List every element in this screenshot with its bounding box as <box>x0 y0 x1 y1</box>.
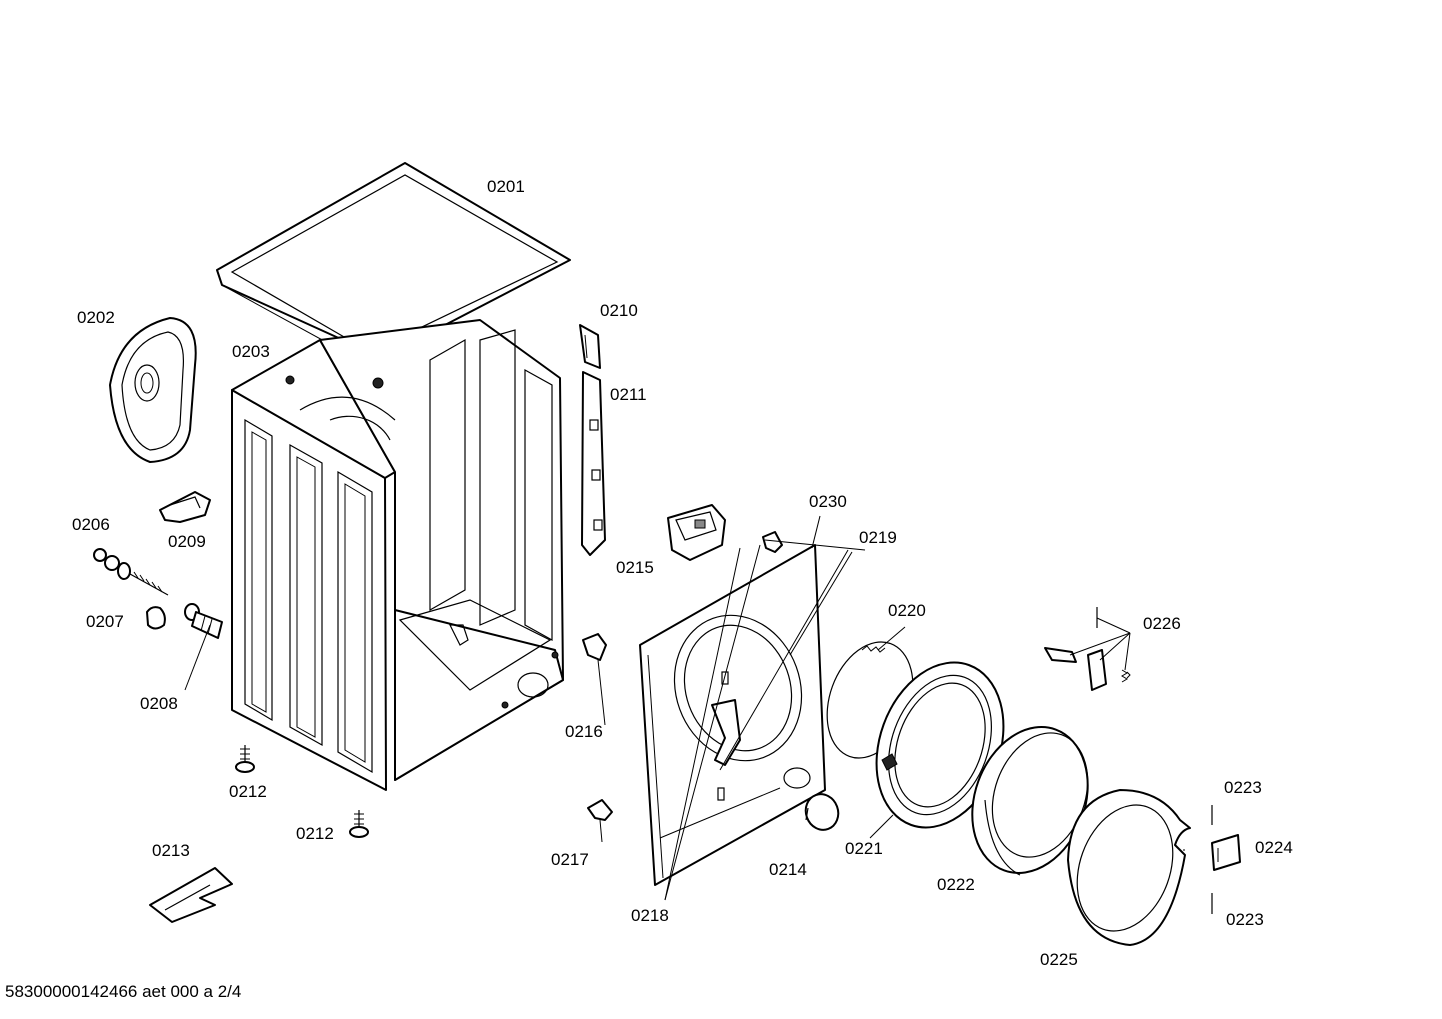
label-0214: 0214 <box>769 860 807 879</box>
label-0215: 0215 <box>616 558 654 577</box>
part-0222-door-glass <box>971 726 1089 876</box>
part-0206-screw <box>93 548 169 596</box>
label-0222: 0222 <box>937 875 975 894</box>
label-0223-b: 0223 <box>1226 910 1264 929</box>
label-0201: 0201 <box>487 177 525 196</box>
part-0215-door-lock <box>667 504 726 561</box>
part-0216-hook <box>582 633 607 661</box>
label-0213: 0213 <box>152 841 190 860</box>
label-0216: 0216 <box>565 722 603 741</box>
part-0225-door-ring <box>1067 789 1191 946</box>
label-0230: 0230 <box>809 492 847 511</box>
part-0209-clip <box>159 491 211 523</box>
part-0207-cap <box>146 606 166 630</box>
label-0212-b: 0212 <box>296 824 334 843</box>
part-0211-rail <box>581 371 606 556</box>
part-0202-back-cover <box>109 317 197 463</box>
label-0206: 0206 <box>72 515 110 534</box>
label-0219: 0219 <box>859 528 897 547</box>
label-0208: 0208 <box>140 694 178 713</box>
part-0210-bracket <box>579 324 601 369</box>
part-0208-foot <box>184 603 223 639</box>
part-0224-hinge <box>1211 834 1241 871</box>
label-0225: 0225 <box>1040 950 1078 969</box>
leader-lines <box>184 515 1185 901</box>
label-0212-a: 0212 <box>229 782 267 801</box>
part-0213-plate <box>149 867 233 923</box>
label-0203: 0203 <box>232 342 270 361</box>
label-0202: 0202 <box>77 308 115 327</box>
label-0217: 0217 <box>551 850 589 869</box>
label-0209: 0209 <box>168 532 206 551</box>
part-0217-clip <box>587 799 613 821</box>
label-0218: 0218 <box>631 906 669 925</box>
part-0203-cabinet <box>231 319 564 791</box>
label-0223-a: 0223 <box>1224 778 1262 797</box>
part-front-panel <box>639 544 826 886</box>
part-0230-hook <box>762 531 783 553</box>
part-0214-cap <box>804 793 840 831</box>
label-0220: 0220 <box>888 601 926 620</box>
label-0224: 0224 <box>1255 838 1293 857</box>
part-0212-screw-b <box>349 810 369 838</box>
label-0211: 0211 <box>610 385 647 404</box>
label-0210: 0210 <box>600 301 638 320</box>
part-labels: 0201 0202 0203 0206 0207 0208 0209 0210 … <box>72 177 1293 969</box>
label-0226: 0226 <box>1143 614 1181 633</box>
part-0226-hinge-parts <box>1044 607 1131 691</box>
footer-document-id: 58300000142466 aet 000 a 2/4 <box>5 982 241 1001</box>
label-0207: 0207 <box>86 612 124 631</box>
part-0212-screw-a <box>235 745 255 773</box>
label-0221: 0221 <box>845 839 883 858</box>
